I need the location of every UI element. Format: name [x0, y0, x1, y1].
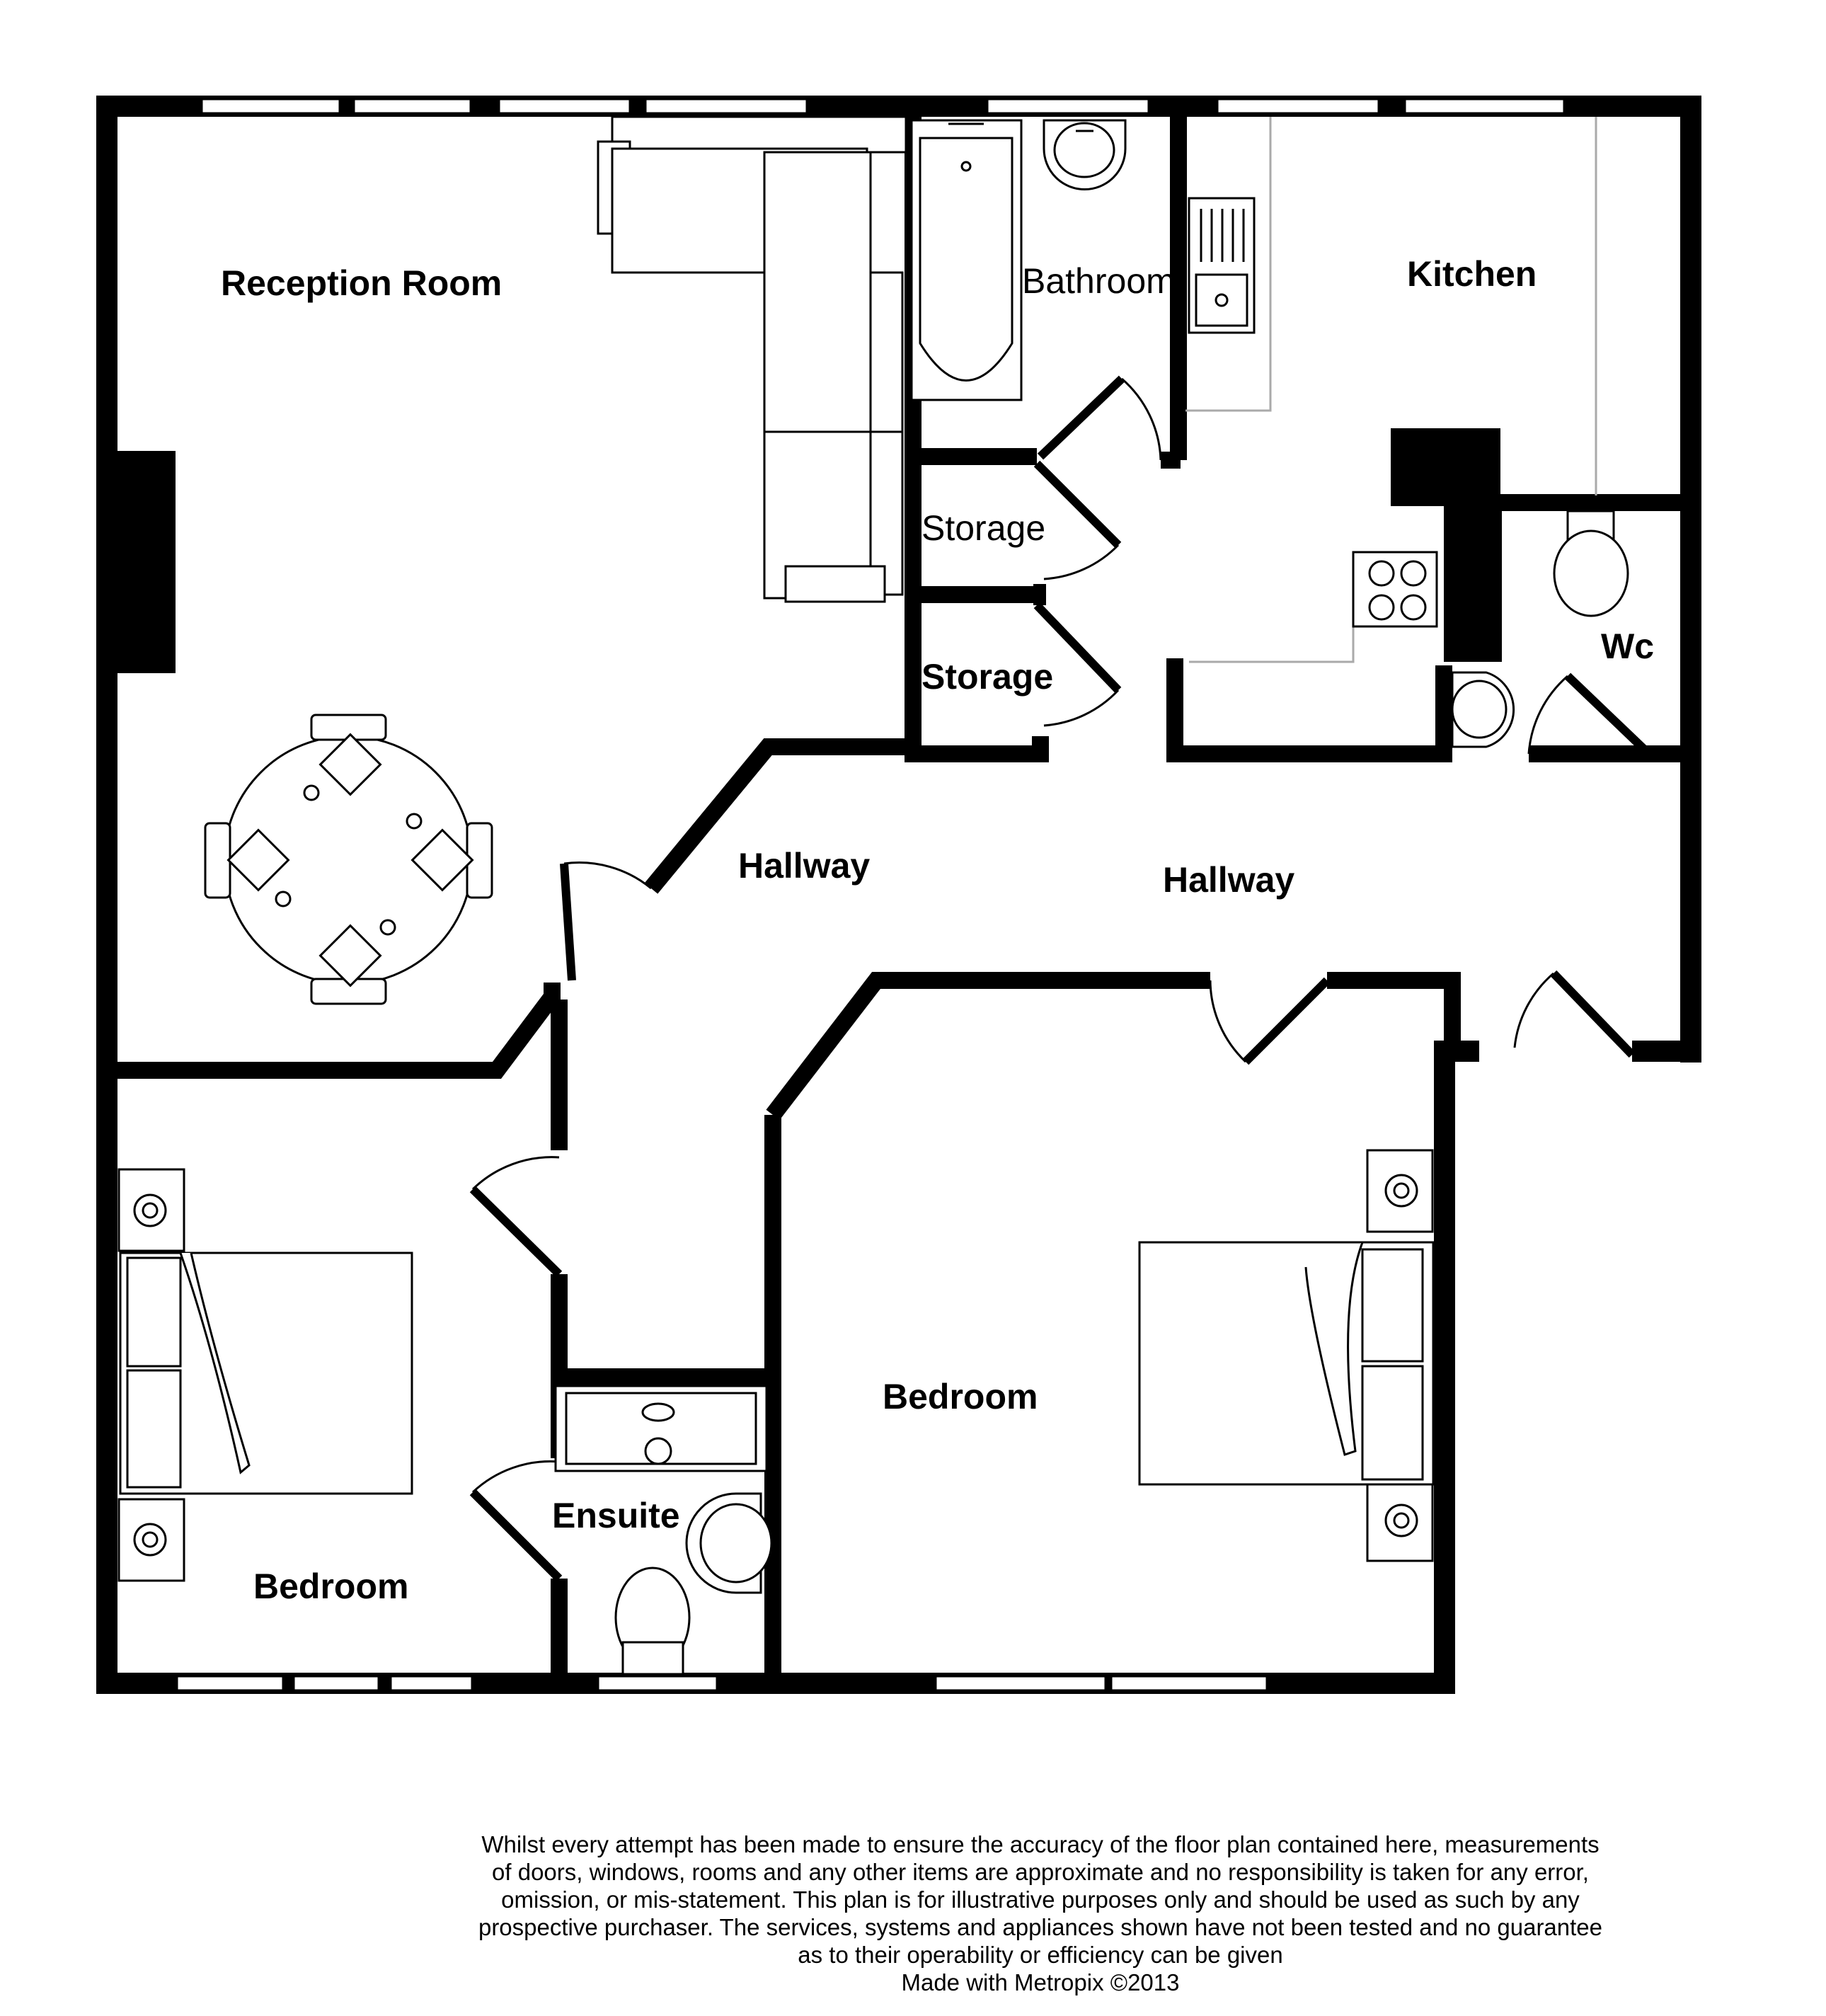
disclaimer-line: prospective purchaser. The services, sys… — [478, 1914, 1603, 1940]
disclaimer-line: as to their operability or efficiency ca… — [798, 1942, 1283, 1968]
room-labels: Reception Room Bathroom Kitchen Storage … — [221, 254, 1654, 1606]
bathtub — [910, 119, 1023, 401]
right-bed — [1138, 1149, 1435, 1562]
dining-table — [204, 714, 493, 1005]
hallway-1-label: Hallway — [738, 846, 870, 886]
disclaimer-line: Whilst every attempt has been made to en… — [481, 1831, 1600, 1857]
ensuite-basin — [685, 1492, 773, 1594]
bedroom-left-label: Bedroom — [253, 1567, 408, 1606]
wc-label: Wc — [1601, 626, 1654, 666]
ensuite-label: Ensuite — [552, 1496, 680, 1535]
sofa — [597, 115, 907, 603]
ensuite-shower — [554, 1385, 768, 1472]
bathroom-label: Bathroom — [1022, 261, 1176, 301]
bedroom-right-label: Bedroom — [883, 1377, 1038, 1416]
kitchen-label: Kitchen — [1407, 254, 1537, 294]
doors — [469, 375, 1653, 1582]
storage-2-label: Storage — [921, 657, 1053, 697]
windows — [176, 98, 1566, 1692]
wc-basin — [1451, 671, 1515, 748]
metropix-credit: Made with Metropix ©2013 — [901, 1969, 1180, 1995]
hallway-2-label: Hallway — [1163, 860, 1294, 900]
disclaimer-line: of doors, windows, rooms and any other i… — [492, 1859, 1589, 1885]
kitchen-sink — [1188, 197, 1256, 334]
disclaimer: Whilst every attempt has been made to en… — [396, 1831, 1684, 1996]
chimney-breasts — [117, 428, 1502, 673]
ensuite-toilet — [614, 1567, 691, 1676]
reception-room-label: Reception Room — [221, 263, 502, 303]
left-bed — [117, 1168, 413, 1582]
storage-1-label: Storage — [921, 508, 1045, 548]
bathroom-basin — [1043, 119, 1127, 190]
wc-toilet — [1553, 510, 1629, 617]
disclaimer-line: omission, or mis-statement. This plan is… — [501, 1886, 1580, 1913]
hob — [1352, 551, 1438, 628]
